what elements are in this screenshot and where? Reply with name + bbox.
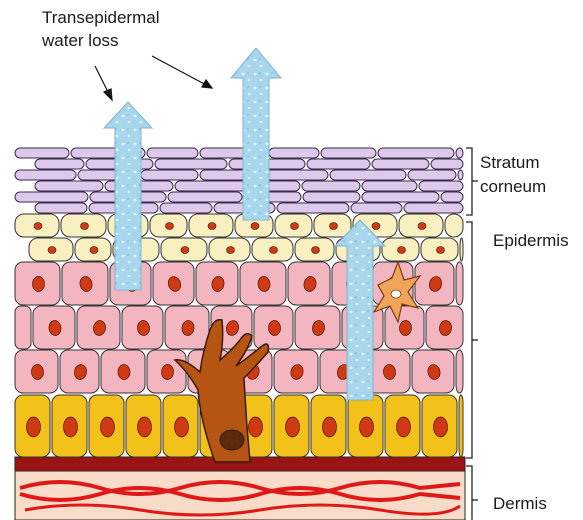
cell-nucleus bbox=[372, 223, 380, 230]
cell-nucleus bbox=[249, 417, 263, 437]
corneocyte-cell bbox=[330, 170, 406, 180]
cell-nucleus bbox=[286, 417, 300, 437]
cell-nucleus bbox=[27, 417, 41, 437]
cell-nucleus bbox=[31, 364, 44, 380]
epidermis-label: Epidermis bbox=[493, 230, 569, 252]
corneocyte-cell bbox=[35, 159, 84, 169]
title-label-line1: Transepidermal bbox=[42, 7, 159, 29]
corneocyte-cell bbox=[277, 203, 349, 213]
corneocyte-cell bbox=[15, 148, 69, 158]
stratum-corneum-label-line2: corneum bbox=[480, 176, 546, 198]
corneocyte-cell bbox=[362, 181, 417, 191]
cell-nucleus bbox=[251, 223, 259, 230]
corneocyte-cell bbox=[141, 170, 198, 180]
cell-nucleus bbox=[48, 247, 56, 254]
corneocyte-cell bbox=[362, 192, 439, 202]
cell-nucleus bbox=[268, 320, 281, 336]
corneocyte-cell bbox=[431, 159, 463, 169]
cell-nucleus bbox=[398, 247, 406, 254]
cell-nucleus bbox=[312, 247, 320, 254]
cell-nucleus bbox=[90, 247, 98, 254]
corneocyte-cell bbox=[372, 159, 429, 169]
corneocyte-cell bbox=[307, 159, 370, 169]
cell-nucleus bbox=[64, 417, 78, 437]
granular-cell bbox=[445, 214, 463, 237]
cell-nucleus bbox=[291, 223, 299, 230]
corneocyte-cell bbox=[456, 148, 463, 158]
cell-nucleus bbox=[270, 247, 278, 254]
cell-nucleus bbox=[330, 223, 338, 230]
dermis-layer bbox=[15, 470, 465, 520]
cell-nucleus bbox=[175, 417, 189, 437]
corneocyte-cell bbox=[404, 203, 463, 213]
spinous-cell bbox=[456, 262, 463, 305]
corneocyte-cell bbox=[175, 181, 248, 191]
corneocyte-cell bbox=[155, 159, 227, 169]
cell-nucleus bbox=[81, 223, 89, 230]
corneocyte-cell bbox=[160, 203, 212, 213]
corneocyte-cell bbox=[458, 170, 463, 180]
cell-nucleus bbox=[138, 417, 152, 437]
corneocyte-cell bbox=[419, 181, 463, 191]
title-label-line2: water loss bbox=[42, 30, 119, 52]
cell-nucleus bbox=[34, 223, 42, 230]
cell-nucleus bbox=[397, 417, 411, 437]
corneocyte-cell bbox=[408, 170, 456, 180]
corneocyte-cell bbox=[15, 192, 88, 202]
layer-bracket bbox=[466, 148, 478, 520]
cell-nucleus bbox=[227, 247, 235, 254]
cell-nucleus bbox=[208, 223, 216, 230]
corneocyte-cell bbox=[269, 148, 319, 158]
cell-nucleus bbox=[101, 417, 115, 437]
label-pointer-arrow bbox=[95, 56, 212, 100]
corneocyte-cell bbox=[168, 192, 242, 202]
corneocyte-cell bbox=[266, 170, 328, 180]
cell-nucleus bbox=[181, 247, 189, 254]
corneocyte-cell bbox=[321, 148, 376, 158]
granular-layer bbox=[15, 214, 463, 261]
corneocyte-cell bbox=[303, 192, 360, 202]
basal-cell bbox=[459, 395, 463, 457]
cell-nucleus bbox=[323, 417, 337, 437]
corneocyte-cell bbox=[378, 148, 454, 158]
corneocyte-cell bbox=[15, 170, 76, 180]
cell-nucleus bbox=[360, 417, 374, 437]
dermis-label: Dermis bbox=[493, 493, 547, 515]
stratum-corneum-layer bbox=[15, 148, 463, 213]
corneocyte-cell bbox=[302, 181, 360, 191]
corneocyte-cell bbox=[35, 203, 87, 213]
corneocyte-cell bbox=[441, 192, 463, 202]
cell-nucleus bbox=[32, 276, 44, 291]
spinous-cell bbox=[456, 350, 463, 393]
cell-nucleus bbox=[437, 247, 445, 254]
granular-cell bbox=[460, 238, 463, 261]
cell-nucleus bbox=[418, 223, 426, 230]
cell-nucleus bbox=[166, 223, 174, 230]
cell-nucleus bbox=[434, 417, 448, 437]
corneocyte-cell bbox=[35, 181, 103, 191]
stratum-corneum-label-line1: Stratum bbox=[480, 152, 540, 174]
corneocyte-cell bbox=[147, 148, 198, 158]
corneocyte-cell bbox=[351, 203, 402, 213]
